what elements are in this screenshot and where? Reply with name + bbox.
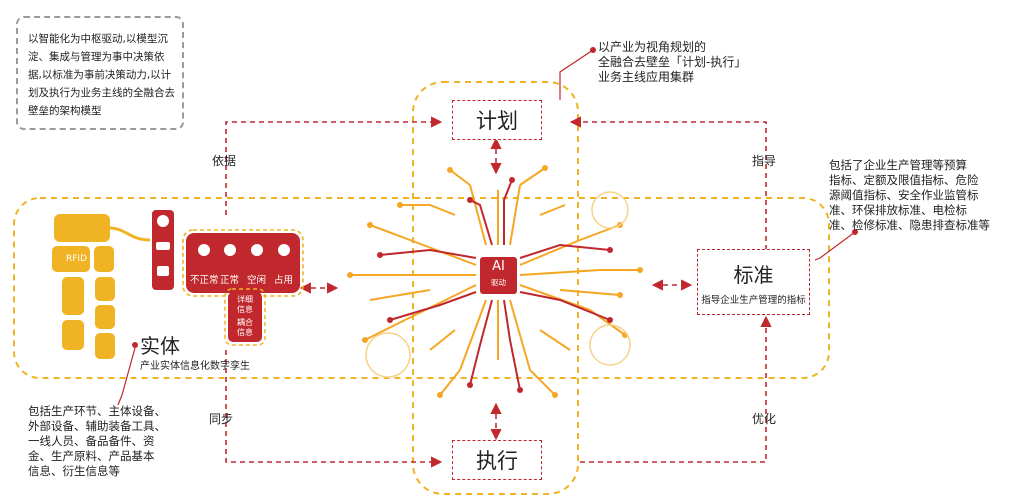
status-occupied: 占用	[274, 275, 294, 286]
node-entity-sub: 产业实体信息化数字孪生	[140, 361, 250, 372]
edge-guide	[569, 116, 767, 250]
node-standard-label: 标准	[733, 262, 774, 287]
rfid-tag-label: RFID	[66, 254, 88, 264]
coupling-info-label: 耦合 信息	[237, 318, 253, 337]
entity-annotation: 包括生产环节、主体设备、 外部设备、辅助装备工具、 一线人员、备品备件、资 金、…	[28, 404, 166, 478]
edge-optimize	[580, 315, 772, 463]
annotation-leaders	[117, 49, 856, 406]
architecture-note-text: 以智能化为中枢驱动,以模型沉淀、集成与管理为事中决策依据,以标准为事前决策动力,…	[28, 33, 175, 117]
edge-label-basis: 依据	[212, 154, 237, 168]
ai-chip-sub: 驱动	[491, 278, 506, 287]
edge-sync	[225, 350, 443, 468]
edge-label-sync: 同步	[209, 412, 234, 426]
connector-lines	[225, 116, 772, 468]
status-normal: 正常	[220, 275, 240, 286]
node-execute-label: 执行	[476, 449, 518, 473]
main-band-outline	[13, 197, 830, 379]
annotation-dot-left	[132, 342, 138, 348]
node-plan: 计划	[452, 100, 542, 140]
ai-circuit-graphic	[347, 165, 643, 398]
edge-label-optimize: 优化	[752, 412, 777, 426]
annotation-dot-right	[852, 229, 858, 235]
node-execute: 执行	[452, 440, 542, 480]
entity-panel-graphic	[52, 210, 304, 359]
edge-label-guide: 指导	[752, 154, 777, 168]
ai-chip	[480, 257, 517, 294]
node-standard: 标准 指导企业生产管理的指标	[697, 249, 810, 315]
node-standard-sub: 指导企业生产管理的指标	[701, 294, 806, 306]
plan-execute-annotation: 以产业为视角规划的 全融合去壁垒「计划-执行」 业务主线应用集群	[598, 40, 747, 84]
edge-basis	[225, 116, 443, 215]
status-abnormal: 不正常	[190, 275, 219, 286]
standard-annotation: 包括了企业生产管理等预算 指标、定额及限值指标、危险 源阈值指标、安全作业监管标…	[829, 158, 990, 232]
status-idle: 空闲	[247, 275, 267, 286]
ai-chip-label: AI	[492, 259, 505, 274]
node-entity-label: 实体	[140, 334, 180, 358]
node-plan-label: 计划	[476, 109, 518, 133]
architecture-note: 以智能化为中枢驱动,以模型沉淀、集成与管理为事中决策依据,以标准为事前决策动力,…	[16, 16, 184, 130]
annotation-dot-top	[590, 47, 596, 53]
detail-info-label: 详细 信息	[237, 295, 253, 314]
